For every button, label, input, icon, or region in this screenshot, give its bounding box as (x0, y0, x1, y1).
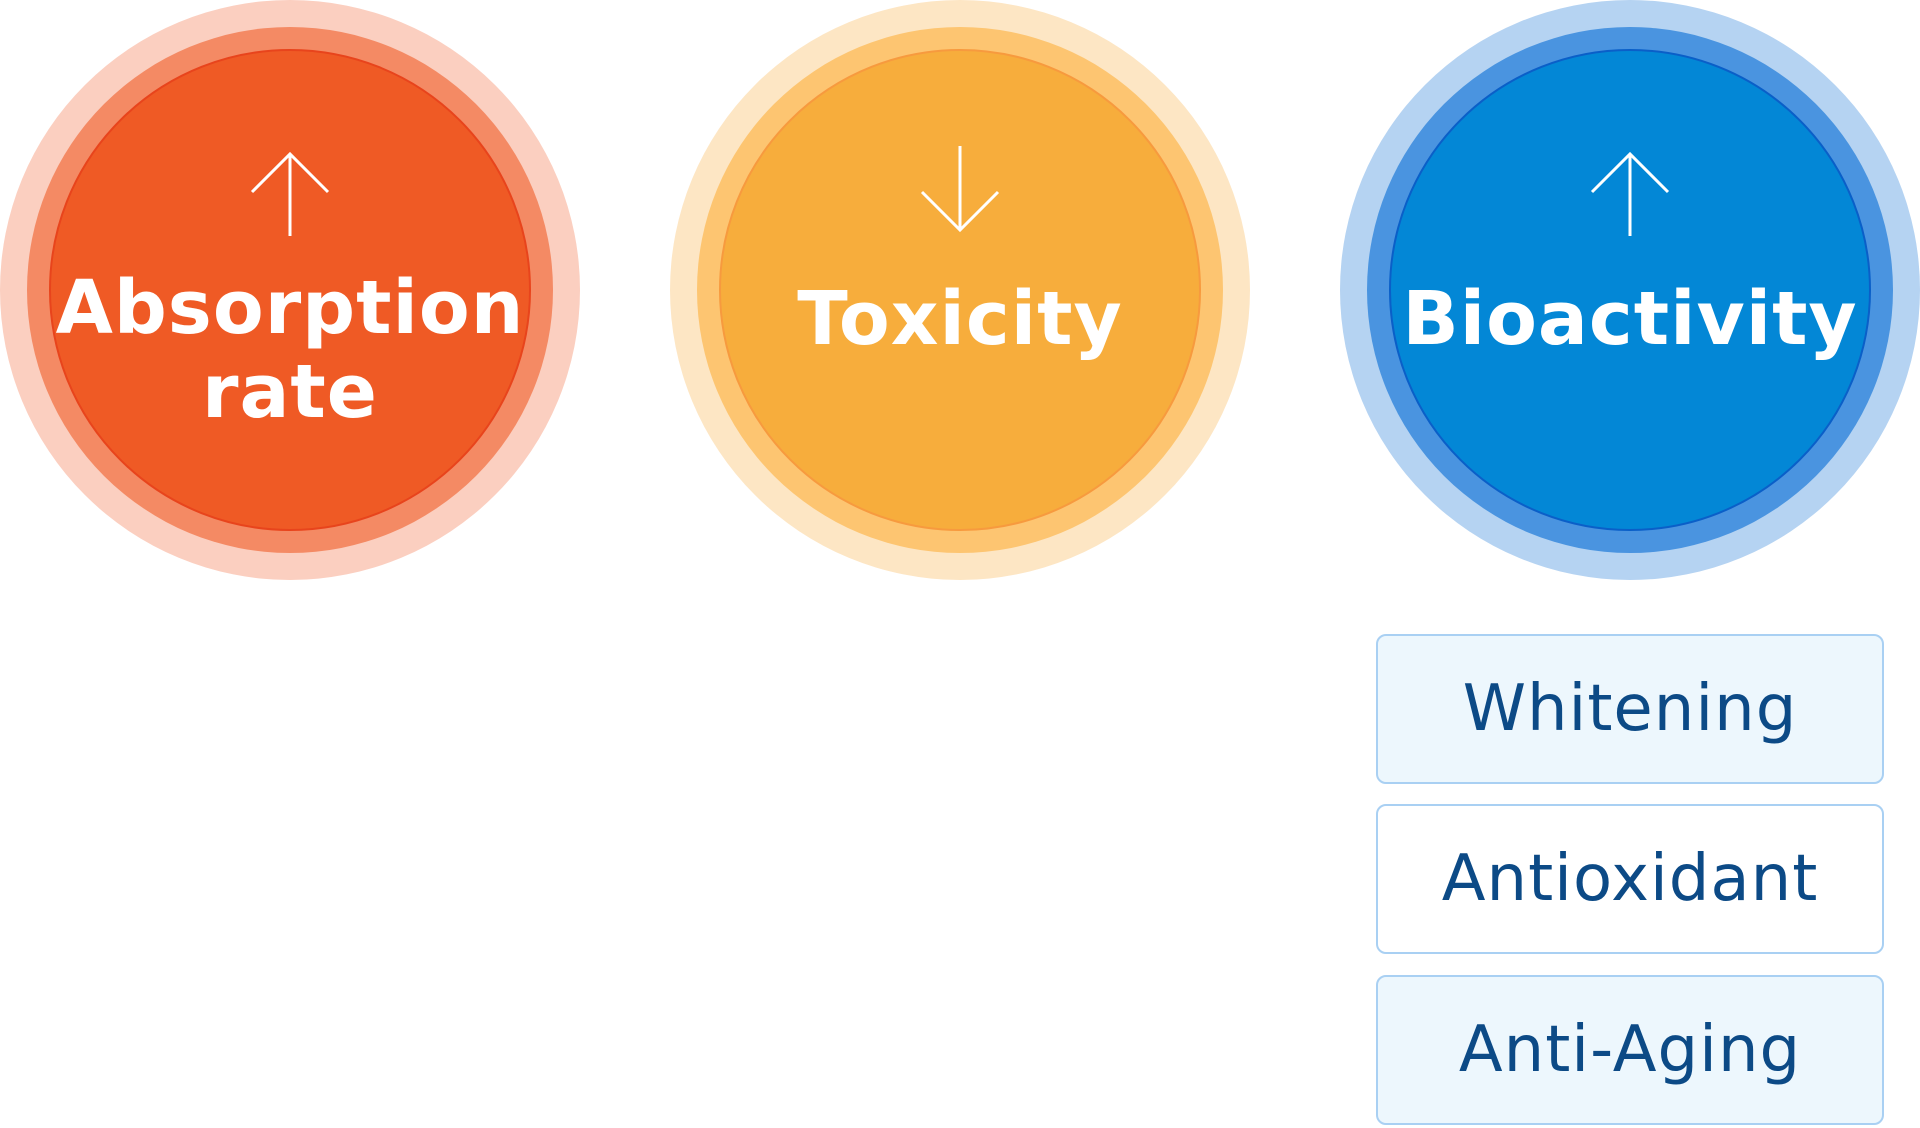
arrow-up-icon (1590, 151, 1670, 236)
toxicity-label: Toxicity (797, 276, 1123, 362)
absorption-rate-circle: Absorption rate (0, 0, 580, 580)
toxicity-inner-circle (719, 49, 1201, 531)
effect-tag-anti-aging: Anti-Aging (1376, 975, 1884, 1125)
absorption-rate-label: Absorption rate (49, 266, 531, 434)
effect-tag-label: Antioxidant (1441, 842, 1819, 916)
bioactivity-inner-circle (1389, 49, 1871, 531)
effect-tag-label: Whitening (1462, 672, 1798, 746)
effect-tag-whitening: Whitening (1376, 634, 1884, 784)
absorption-label-line2: rate (202, 349, 378, 435)
bioactivity-circle: Bioactivity (1340, 0, 1920, 580)
effect-tag-label: Anti-Aging (1458, 1013, 1802, 1087)
arrow-down-icon (920, 146, 1000, 233)
absorption-label-line1: Absorption (55, 265, 525, 351)
bioactivity-label: Bioactivity (1402, 276, 1858, 362)
absorption-inner-circle (49, 49, 531, 531)
toxicity-circle: Toxicity (670, 0, 1250, 580)
arrow-up-icon (250, 151, 330, 236)
effect-tag-antioxidant: Antioxidant (1376, 804, 1884, 954)
